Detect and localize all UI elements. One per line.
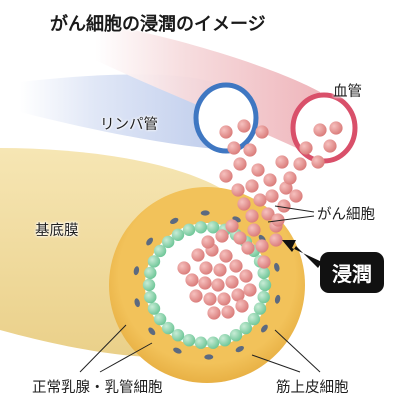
mammary-cell: [183, 334, 195, 346]
mammary-cell: [172, 229, 184, 241]
cancer-cell: [275, 155, 288, 168]
cancer-cell: [227, 141, 240, 154]
mammary-cell: [254, 302, 266, 314]
mammary-cell: [258, 291, 270, 303]
label-invasion: 浸潤: [320, 252, 384, 293]
cancer-cell: [191, 248, 204, 261]
cancer-cell: [225, 219, 238, 232]
cancer-cell: [199, 261, 212, 274]
mammary-cell: [183, 224, 195, 236]
cancer-cell: [313, 123, 326, 136]
cancer-cell: [185, 273, 198, 286]
mammary-cell: [195, 221, 207, 233]
mammary-cell: [219, 334, 231, 346]
cancer-cell: [213, 263, 226, 276]
cancer-cell: [255, 239, 268, 252]
cancer-cell: [237, 197, 250, 210]
label-blood-vessel: 血管: [333, 80, 362, 101]
cancer-cell: [239, 269, 252, 282]
cancer-cell: [177, 261, 190, 274]
cancer-cell: [207, 306, 220, 319]
cancer-cell: [201, 235, 214, 248]
cancer-cell: [269, 233, 282, 246]
cancer-cell: [323, 139, 336, 152]
label-lymph-vessel: リンパ管: [100, 113, 158, 134]
cancer-cell: [211, 278, 224, 291]
mammary-cell: [207, 337, 219, 349]
mammary-cell: [144, 291, 156, 303]
cancer-cell: [217, 292, 230, 305]
mammary-cell: [154, 313, 166, 325]
cancer-cell: [219, 249, 232, 262]
cancer-cell: [237, 119, 250, 132]
mammary-cell: [195, 337, 207, 349]
cancer-cell: [293, 157, 306, 170]
diagram-title: がん細胞の浸潤のイメージ: [50, 10, 266, 36]
cancer-cell: [215, 229, 228, 242]
cancer-cell: [243, 283, 256, 296]
cancer-cell: [203, 292, 216, 305]
cancer-cell: [311, 155, 324, 168]
cancer-cell: [329, 121, 342, 134]
cancer-cell: [241, 241, 254, 254]
cancer-cell: [233, 157, 246, 170]
label-cancer-cell: がん細胞: [317, 203, 375, 224]
cancer-cell: [221, 305, 234, 318]
cancer-cell: [255, 125, 268, 138]
cancer-cell: [277, 199, 290, 212]
cancer-cell: [253, 193, 266, 206]
cancer-cell: [299, 141, 312, 154]
cancer-cell: [245, 209, 258, 222]
mammary-cell: [143, 279, 155, 291]
cancer-cell: [263, 173, 276, 186]
cancer-cell: [243, 143, 256, 156]
mammary-cell: [230, 329, 242, 341]
mammary-cell: [259, 279, 271, 291]
cancer-cell: [219, 169, 232, 182]
mammary-cell: [148, 302, 160, 314]
cancer-cell: [229, 259, 242, 272]
cancer-cell: [257, 255, 270, 268]
cancer-cell: [231, 183, 244, 196]
cancer-cell: [247, 223, 260, 236]
cancer-cell: [283, 171, 296, 184]
mammary-cell: [144, 267, 156, 279]
cancer-cell: [245, 179, 258, 192]
cancer-cell: [225, 275, 238, 288]
cancer-cell: [251, 163, 264, 176]
cancer-cell: [265, 189, 278, 202]
cancer-cell: [235, 299, 248, 312]
label-basement-membrane: 基底膜: [35, 219, 79, 240]
mammary-cell: [148, 255, 160, 267]
cancer-cell: [198, 276, 211, 289]
lymph-vessel-opening: [196, 85, 256, 151]
cancer-cell: [189, 289, 202, 302]
cancer-cell: [289, 189, 302, 202]
label-myoepithelial-cells: 筋上皮細胞: [276, 376, 349, 397]
cancer-cell: [219, 125, 232, 138]
label-mammary-cells: 正常乳腺・乳管細胞: [32, 376, 163, 397]
